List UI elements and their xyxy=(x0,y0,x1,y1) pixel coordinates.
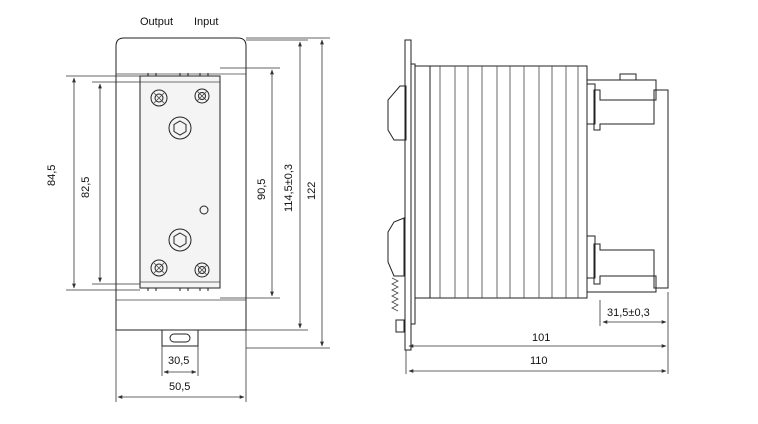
led-indicator-icon xyxy=(199,205,209,215)
terminal-plate xyxy=(139,75,221,289)
terminal-screw-icon xyxy=(194,88,210,104)
hex-bolt-icon xyxy=(168,228,192,252)
dim-110-label: 110 xyxy=(530,355,548,367)
terminal-screw-icon xyxy=(150,89,168,107)
upper-clip xyxy=(387,85,407,141)
front-view xyxy=(66,37,330,402)
dim-30-5-label: 30,5 xyxy=(168,355,190,367)
terminal-screw-icon xyxy=(194,262,210,278)
heatsink xyxy=(414,65,588,299)
heatsink-fins xyxy=(439,66,579,298)
hex-bolt-icon xyxy=(168,116,192,140)
spring-icon xyxy=(391,277,399,312)
dim-84-5-label: 84,5 xyxy=(46,164,58,186)
dim-90-5-label: 90,5 xyxy=(256,178,268,200)
dim-101-label: 101 xyxy=(532,332,551,344)
dim-114-5-label: 114,5±0,3 xyxy=(283,163,295,212)
output-label: Output xyxy=(140,16,174,28)
terminal-screw-icon xyxy=(150,259,168,277)
lower-clip xyxy=(387,217,405,277)
dim-82-5-label: 82,5 xyxy=(80,176,92,198)
input-label: Input xyxy=(194,16,219,28)
mounting-tab xyxy=(161,330,199,347)
dim-50-5-label: 50,5 xyxy=(169,381,191,393)
side-view xyxy=(387,39,669,374)
dim-31-5-label: 31,5±0,3 xyxy=(607,307,650,319)
dim-122-label: 122 xyxy=(306,181,318,200)
din-rail-clip xyxy=(586,79,669,293)
